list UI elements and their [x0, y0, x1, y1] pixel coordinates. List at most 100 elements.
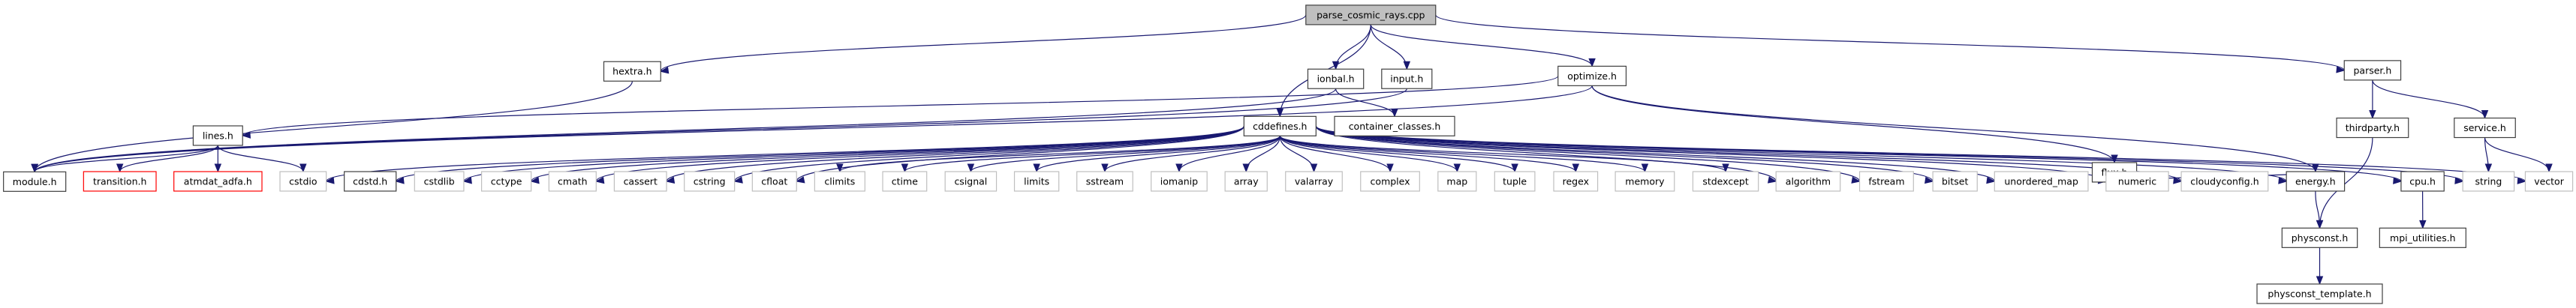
edge-optimize-to-module: [34, 85, 1593, 172]
node-label: stdexcept: [1702, 176, 1748, 187]
node-hextra[interactable]: hextra.h: [603, 61, 661, 82]
node-box: [192, 125, 243, 146]
node-stdexcept: stdexcept: [1692, 171, 1759, 192]
node-cfloat: cfloat: [751, 171, 797, 192]
edge-thirdparty-to-physconst: [2319, 137, 2373, 229]
node-box: [1243, 115, 1317, 136]
node-label: array: [1234, 176, 1259, 187]
arrowhead: [2454, 177, 2464, 184]
edge-parse-cosmic-rays-to-optimize: [1370, 24, 1593, 67]
arrowhead: [2484, 163, 2493, 173]
arrowhead: [2173, 177, 2183, 184]
node-label: climits: [824, 176, 855, 187]
node-box: [2256, 283, 2383, 304]
node-label: cassert: [624, 176, 658, 187]
node-label: bitset: [1942, 176, 1969, 187]
arrowhead: [2545, 163, 2553, 173]
node-box: [603, 61, 661, 82]
edge-cddefines-to-algorithm: [1315, 126, 1777, 182]
node-input[interactable]: input.h: [1381, 68, 1433, 89]
node-box: [1076, 171, 1133, 192]
node-box: [1013, 171, 1060, 192]
node-box: [2105, 171, 2169, 192]
node-transition[interactable]: transition.h: [83, 171, 157, 192]
node-physconst[interactable]: physconst.h: [2281, 227, 2358, 248]
node-box: [1437, 171, 1477, 192]
node-box: [882, 171, 928, 192]
arrowhead: [1588, 58, 1596, 67]
node-atmdat-adfa[interactable]: atmdat_adfa.h: [173, 171, 263, 192]
arrowhead: [2419, 220, 2427, 229]
node-label: lines.h: [203, 130, 233, 141]
node-box: [1494, 171, 1536, 192]
node-label: service.h: [2463, 122, 2506, 133]
node-label: cstdlib: [424, 176, 455, 187]
node-thirdparty[interactable]: thirdparty.h: [2336, 117, 2409, 139]
node-container-classes[interactable]: container_classes.h: [1334, 115, 1455, 136]
edge-optimize-to-flux: [1591, 85, 2115, 163]
edges-layer: [31, 14, 2553, 286]
edge-cddefines-to-energy: [1315, 125, 2287, 182]
edge-cddefines-to-fstream: [1315, 126, 1861, 182]
arrowhead: [1924, 176, 1934, 184]
node-label: vector: [2534, 176, 2565, 187]
node-label: ctime: [892, 176, 918, 187]
node-box: [814, 171, 865, 192]
node-vector: vector: [2524, 171, 2574, 192]
node-cloudyconfig: cloudyconfig.h: [2180, 171, 2269, 192]
node-box: [2524, 171, 2574, 192]
node-ctime: ctime: [882, 171, 928, 192]
arrowhead: [395, 177, 405, 184]
node-climits: climits: [814, 171, 865, 192]
node-box: [1334, 115, 1455, 136]
arrowhead: [31, 163, 38, 173]
node-cstdio: cstdio: [279, 171, 327, 192]
node-energy[interactable]: energy.h: [2286, 171, 2346, 192]
node-cddefines[interactable]: cddefines.h: [1243, 115, 1317, 136]
node-box: [83, 171, 157, 192]
node-cassert: cassert: [613, 171, 667, 192]
node-string: string: [2462, 171, 2515, 192]
arrowhead: [530, 176, 540, 184]
node-box: [751, 171, 797, 192]
node-label: sstream: [1086, 176, 1124, 187]
node-mpi-utilities[interactable]: mpi_utilities.h: [2379, 227, 2466, 248]
node-sstream: sstream: [1076, 171, 1133, 192]
arrowhead: [1572, 163, 1580, 173]
arrowhead: [2278, 177, 2288, 184]
node-ionbal[interactable]: ionbal.h: [1307, 68, 1365, 89]
edge-ionbal-to-container-classes: [1335, 88, 1395, 117]
node-box: [1553, 171, 1599, 192]
node-algorithm: algorithm: [1775, 171, 1841, 192]
node-parser[interactable]: parser.h: [2343, 60, 2402, 81]
node-label: cpu.h: [2409, 176, 2436, 187]
node-box: [481, 171, 532, 192]
arrowhead: [325, 177, 335, 184]
node-label: cddefines.h: [1253, 121, 1307, 132]
node-box: [1151, 171, 1208, 192]
node-cstring: cstring: [684, 171, 736, 192]
node-label: parser.h: [2353, 64, 2391, 76]
node-physconst-template[interactable]: physconst_template.h: [2256, 283, 2383, 304]
arrowhead: [1101, 163, 1109, 173]
node-box: [279, 171, 327, 192]
node-cdstd[interactable]: cdstd.h: [344, 171, 397, 192]
node-label: complex: [1371, 176, 1410, 187]
arrowhead: [1033, 163, 1040, 173]
node-box: [2336, 117, 2409, 139]
node-cpu[interactable]: cpu.h: [2400, 171, 2445, 192]
arrowhead: [2369, 110, 2376, 119]
node-parse-cosmic-rays[interactable]: parse_cosmic_rays.cpp: [1305, 4, 1437, 25]
node-module[interactable]: module.h: [3, 171, 67, 192]
node-lines[interactable]: lines.h: [192, 125, 243, 146]
arrowhead: [1511, 163, 1518, 173]
node-service[interactable]: service.h: [2454, 117, 2516, 139]
arrowhead: [462, 177, 472, 184]
node-label: unordered_map: [2004, 176, 2078, 187]
node-optimize[interactable]: optimize.h: [1557, 65, 1627, 86]
node-label: optimize.h: [1567, 70, 1617, 82]
arrowhead: [1386, 163, 1394, 173]
arrowhead: [659, 67, 670, 74]
node-label: ionbal.h: [1317, 73, 1355, 85]
